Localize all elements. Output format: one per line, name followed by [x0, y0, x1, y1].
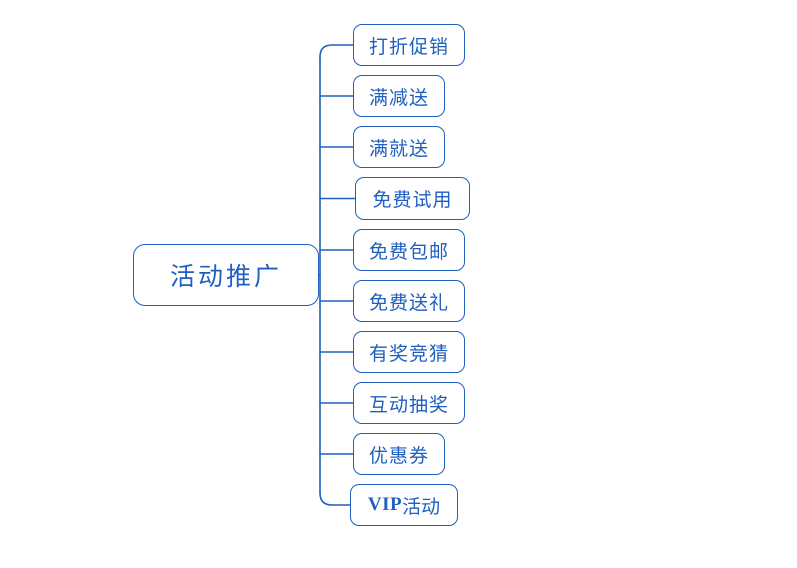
child-node-label: 免费送礼 — [368, 292, 449, 314]
child-node-7[interactable]: 有奖竞猜 — [353, 331, 465, 373]
child-node-label: 满减送 — [368, 87, 429, 109]
child-node-8[interactable]: 互动抽奖 — [353, 382, 465, 424]
child-node-label-cjk: 活动 — [402, 496, 441, 518]
child-node-9[interactable]: 优惠券 — [353, 433, 445, 475]
child-node-3[interactable]: 满就送 — [353, 126, 445, 168]
child-node-2[interactable]: 满减送 — [353, 75, 445, 117]
child-node-1[interactable]: 打折促销 — [353, 24, 465, 66]
branch-connector-1 — [319, 44, 354, 58]
child-node-label: 免费包邮 — [368, 241, 449, 263]
child-node-label-latin: VIP — [367, 494, 403, 515]
root-node[interactable]: 活动推广 — [133, 244, 319, 306]
child-node-4[interactable]: 免费试用 — [355, 177, 470, 220]
branch-connector-10 — [319, 492, 351, 506]
child-node-label: 打折促销 — [368, 36, 449, 58]
root-node-label: 活动推广 — [169, 263, 282, 291]
child-node-label: 免费试用 — [372, 190, 453, 211]
child-node-label: 满就送 — [368, 138, 429, 160]
child-node-label: 有奖竞猜 — [368, 343, 449, 365]
child-node-5[interactable]: 免费包邮 — [353, 229, 465, 271]
child-node-label: 优惠券 — [368, 445, 429, 467]
child-node-label: 互动抽奖 — [368, 394, 449, 416]
child-node-6[interactable]: 免费送礼 — [353, 280, 465, 322]
